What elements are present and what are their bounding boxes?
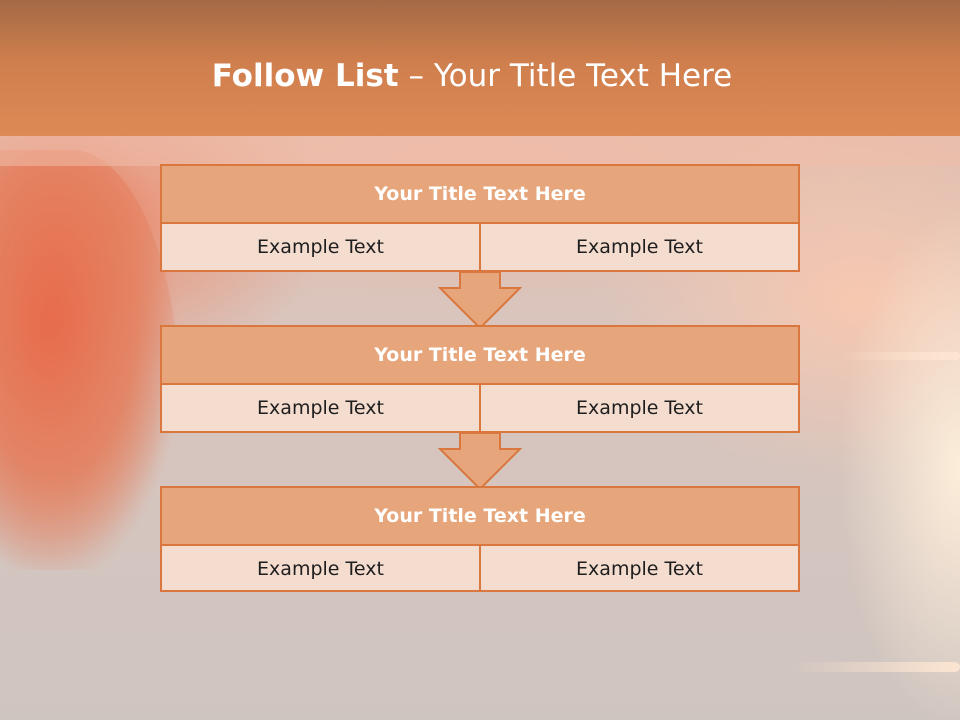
- background-cloud: [840, 352, 960, 360]
- slide-title-bold: Follow List: [211, 58, 399, 94]
- slide-title-rest: – Your Title Text Here: [398, 58, 733, 94]
- step-cell-right: Example Text: [479, 546, 798, 592]
- down-arrow-icon: [438, 433, 522, 491]
- step-block-2: Your Title Text Here Example Text Exampl…: [160, 325, 800, 433]
- background-cloud: [790, 662, 960, 672]
- step-row: Example Text Example Text: [162, 224, 798, 270]
- step-row: Example Text Example Text: [162, 385, 798, 431]
- step-cell-right: Example Text: [479, 224, 798, 270]
- slide-title: Follow List – Your Title Text Here: [0, 56, 944, 96]
- step-title: Your Title Text Here: [162, 166, 798, 224]
- down-arrow-icon: [438, 272, 522, 330]
- step-title: Your Title Text Here: [162, 488, 798, 546]
- step-cell-left: Example Text: [257, 236, 384, 258]
- step-block-3: Your Title Text Here Example Text Exampl…: [160, 486, 800, 592]
- step-cell-left: Example Text: [257, 397, 384, 419]
- step-cell-left: Example Text: [257, 558, 384, 580]
- step-block-1: Your Title Text Here Example Text Exampl…: [160, 164, 800, 272]
- title-band: [0, 136, 960, 166]
- title-bar: [0, 0, 960, 136]
- step-title: Your Title Text Here: [162, 327, 798, 385]
- step-cell-right: Example Text: [479, 385, 798, 431]
- step-row: Example Text Example Text: [162, 546, 798, 592]
